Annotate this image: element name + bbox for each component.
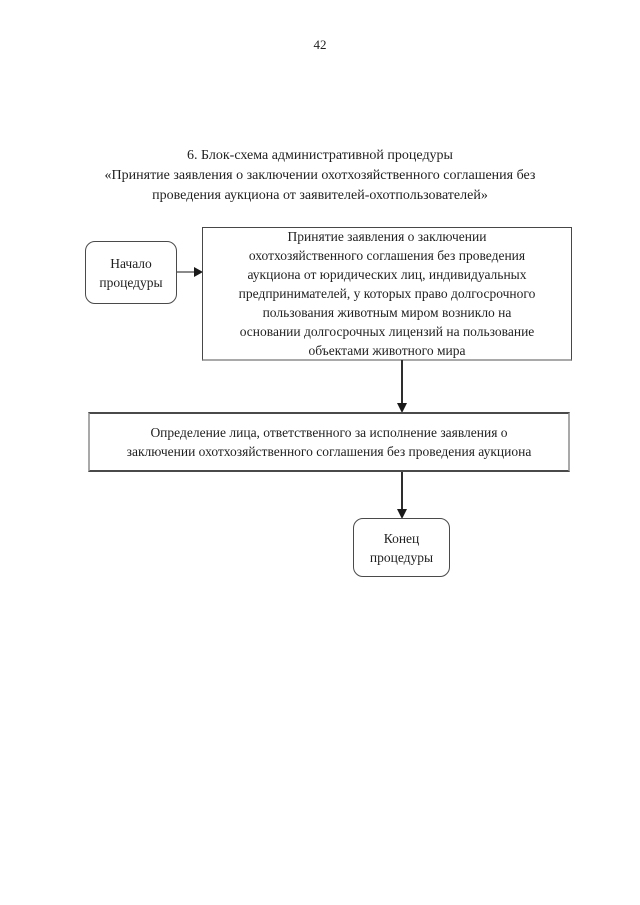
end-node: Конец процедуры: [353, 518, 450, 577]
title-line-1: 6. Блок-схема административной процедуры: [187, 148, 453, 163]
arrow-start-to-process: [177, 267, 203, 277]
flowchart-title: 6. Блок-схема административной процедуры…: [0, 146, 640, 206]
end-node-label: Конец процедуры: [369, 530, 434, 565]
process-node-line: объектами животного мира: [308, 343, 466, 358]
process-node-line: пользования животным миром возникло на: [262, 305, 512, 320]
process-node-line: аукциона от юридических лиц, индивидуаль…: [247, 267, 527, 282]
arrowhead-right-icon: [194, 267, 203, 277]
start-node-label: Начало процедуры: [99, 255, 163, 290]
assign-node: Определение лица, ответственного за испо…: [88, 412, 570, 472]
arrow-line: [177, 271, 195, 273]
title-line-3: проведения аукциона от заявителей-охотпо…: [152, 188, 488, 203]
process-node: Принятие заявления о заключении охотхозя…: [202, 227, 572, 361]
assign-node-line: заключении охотхозяйственного соглашения…: [126, 444, 532, 459]
assign-node-line: Определение лица, ответственного за испо…: [150, 425, 508, 440]
process-node-line: Принятие заявления о заключении: [287, 229, 487, 244]
title-line-2: «Принятие заявления о заключении охотхоз…: [104, 168, 536, 183]
arrowhead-down-icon: [397, 403, 407, 413]
process-node-line: основании долгосрочных лицензий на польз…: [239, 324, 535, 339]
arrow-assign-to-end: [396, 472, 408, 519]
arrow-line: [401, 360, 403, 404]
arrow-process-to-assign: [396, 360, 408, 413]
arrow-line: [401, 472, 403, 510]
process-node-line: охотхозяйственного соглашения без провед…: [248, 248, 526, 263]
process-node-line: предпринимателей, у которых право долгос…: [238, 286, 536, 301]
page-number: 42: [313, 37, 327, 52]
arrowhead-down-icon: [397, 509, 407, 519]
start-node: Начало процедуры: [85, 241, 177, 304]
